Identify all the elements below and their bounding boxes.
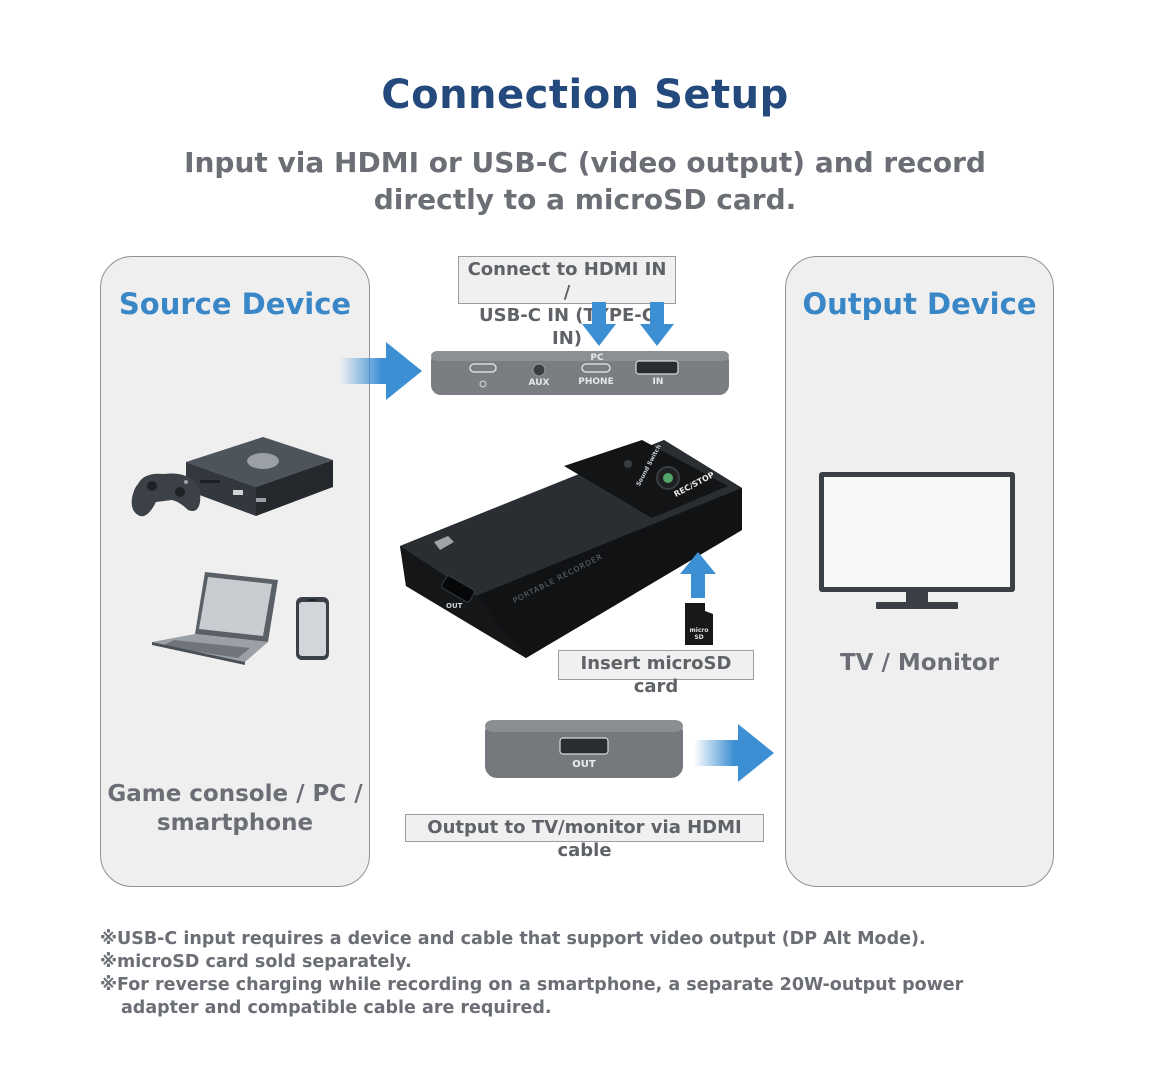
arrow-right-icon [694, 724, 774, 782]
recorder-rear-ports [431, 351, 729, 395]
tv-monitor-icon [819, 472, 1015, 609]
microsd-card-label: micro SD [689, 627, 709, 641]
arrow-down-icon [582, 302, 616, 346]
port-label-phone: PHONE [578, 377, 614, 387]
device-front-out-label: OUT [446, 602, 463, 610]
input-connection-callout: Connect to HDMI IN / USB-C IN (TYPE-C IN… [458, 256, 676, 349]
input-callout-line-1: Connect to HDMI IN / [467, 259, 667, 303]
footnote-2: ※microSD card sold separately. [100, 952, 412, 972]
microsd-callout: Insert microSD card [558, 650, 754, 697]
portable-recorder-device [400, 440, 742, 658]
port-label-aux: AUX [528, 378, 550, 388]
footnote-3-continued: adapter and compatible cable are require… [121, 998, 552, 1018]
arrow-right-icon [340, 342, 422, 400]
port-label-pc: PC [590, 353, 604, 363]
source-device-panel: Source Device Game console / PC / smartp… [100, 256, 370, 887]
recorder-front-output-port [485, 720, 683, 778]
port-label-out: OUT [572, 759, 596, 770]
subtitle-line-1: Input via HDMI or USB-C (video output) a… [184, 146, 986, 179]
input-callout-line-2: USB-C IN (TYPE-C IN) [479, 305, 655, 349]
game-console-icon [131, 437, 333, 517]
output-device-title: Output Device [802, 287, 1037, 321]
subtitle-line-2: directly to a microSD card. [373, 183, 797, 216]
source-device-title: Source Device [118, 287, 352, 321]
footnote-1: ※USB-C input requires a device and cable… [100, 929, 926, 949]
page-title: Connection Setup [381, 72, 789, 118]
microsd-card-icon [685, 603, 713, 645]
port-label-in: IN [652, 377, 664, 387]
output-callout: Output to TV/monitor via HDMI cable [405, 814, 764, 861]
footnotes: ※USB-C input requires a device and cable… [100, 928, 1000, 1020]
smartphone-icon [296, 597, 329, 660]
arrow-up-icon [680, 552, 716, 598]
output-device-caption: TV / Monitor [840, 650, 999, 676]
footnote-3: ※For reverse charging while recording on… [100, 975, 964, 995]
arrow-down-icon [640, 302, 674, 346]
page-subtitle: Input via HDMI or USB-C (video output) a… [160, 144, 1010, 218]
source-caption-line-1: Game console / PC / [107, 781, 363, 807]
laptop-icon [152, 572, 278, 665]
source-device-caption: Game console / PC / smartphone [101, 780, 369, 838]
source-caption-line-2: smartphone [156, 810, 314, 836]
